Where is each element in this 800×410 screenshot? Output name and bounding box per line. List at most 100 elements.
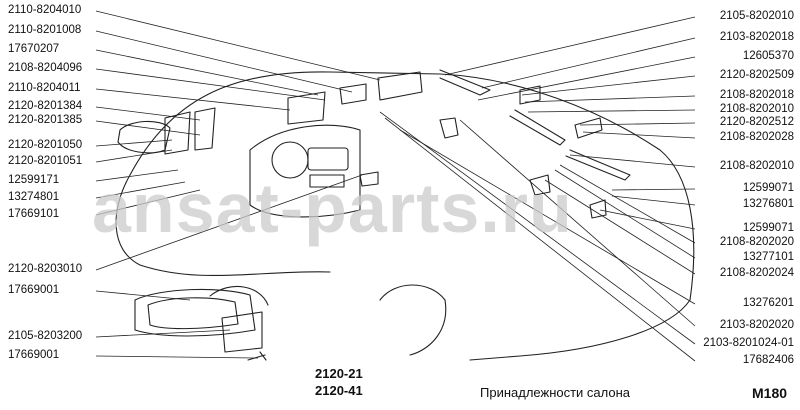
grab-handle-right [509,109,566,146]
leader-line-right [554,169,696,259]
part-label-right: 2103-8202020 [719,319,794,331]
part-label-right: 12599071 [742,182,794,194]
speedometer-arc [209,286,269,306]
leader-line-right [459,119,696,327]
dashboard-outline [249,124,361,218]
part-label-right: 2103-8201024-01 [703,337,794,349]
leader-line-left [95,189,201,216]
part-label-left: 2120-8201385 [8,114,83,126]
part-label-right: 2108-8202018 [719,89,794,101]
part-label-right: 2103-8202018 [719,31,794,43]
car-body-outline [129,71,695,361]
part-label-left: 17669001 [8,284,60,296]
wheel-arch-lower [409,299,447,356]
part-label-left: 2110-8204010 [8,4,82,16]
leader-line-right [399,129,696,305]
leader-line-right [527,109,696,113]
leader-line-left [95,139,173,147]
part-label-left: 17670207 [8,43,60,55]
leader-line-right [524,95,696,103]
part-label-right: 12605370 [742,50,794,62]
leader-line-right [384,117,696,362]
leader-line-left [95,88,291,111]
ashtray-part [359,171,379,187]
leader-line-right [444,16,696,76]
part-label-right: 2120-8202512 [719,116,794,128]
leader-line-left [95,169,179,182]
part-label-left: 2120-8201051 [8,155,83,167]
part-label-left: 2105-8203200 [8,330,83,342]
leader-line-left [95,149,173,163]
leader-line-right [579,122,696,126]
leader-line-left [95,106,201,121]
leader-line-right [481,37,696,89]
part-label-right: 2108-8202028 [719,131,794,143]
instrument-panel [307,147,349,171]
part-label-right: 2120-8202509 [719,69,794,81]
leader-line-right [582,131,696,139]
section-title: Принадлежности салона [480,385,631,400]
grab-handle-top [439,69,491,96]
interior-light [339,83,367,105]
model-code-2: 2120-41 [315,383,363,398]
leader-line-right [379,111,696,345]
latch-right [529,174,551,196]
sun-visor-right [377,71,423,101]
leader-line-right [559,164,696,244]
leader-line-left [95,174,363,271]
part-label-left: 2120-8201384 [8,100,83,112]
part-label-left: 17669101 [8,208,60,220]
part-label-left: 17669001 [8,349,60,361]
mirror-glass [147,297,239,330]
leader-line-right [599,209,696,230]
part-label-right: 2108-8202010 [719,160,794,172]
part-label-right: 13277101 [742,251,794,263]
speaker-grille [287,91,326,125]
leader-line-left [95,181,186,199]
part-label-right: 12599071 [742,222,794,234]
leader-line-right [611,195,696,206]
wheel-arch [379,284,446,301]
part-label-right: 2105-8202010 [719,10,794,22]
part-label-left: 2110-8204011 [8,82,81,94]
screw-bottom [247,351,267,361]
part-label-left: 2120-8203010 [8,263,83,275]
part-label-left: 2108-8204096 [8,62,83,74]
page-code: M180 [752,385,788,401]
leader-line-right [611,188,696,191]
model-code-1: 2120-21 [315,366,363,381]
leader-line-left [95,49,319,96]
clip-right [519,85,541,105]
bracket-right [574,117,603,139]
grab-handle-rear [565,149,631,181]
part-label-right: 17682406 [742,354,794,366]
watermark-text: ansat-parts.ru [92,169,573,247]
pad-right [589,199,607,219]
leader-line-left [95,355,259,359]
part-label-right: 2108-8202024 [719,267,794,279]
leader-line-left [95,329,231,338]
part-label-left: 2120-8201050 [8,139,83,151]
part-label-right: 13276801 [742,198,794,210]
leader-line-left [95,30,353,93]
leader-lines [95,10,696,362]
part-label-right: 13276201 [742,297,794,309]
leader-line-right [544,179,696,275]
part-label-left: 2110-8201008 [8,24,82,36]
side-mirror [117,120,171,154]
part-label-left: 13274801 [8,191,60,203]
leader-line-left [95,120,201,136]
sun-shield-left [194,107,216,151]
leader-line-left [95,10,381,81]
car-lower-outline [115,174,331,277]
leader-line-left [95,290,191,301]
part-label-right: 2108-8202020 [719,236,794,248]
hook-part [439,117,459,139]
mirror-housing [134,288,256,337]
leader-line-right [521,75,696,96]
part-label-left: 12599171 [8,174,60,186]
leader-line-left [95,68,326,101]
part-label-right: 2108-8202010 [719,103,794,115]
